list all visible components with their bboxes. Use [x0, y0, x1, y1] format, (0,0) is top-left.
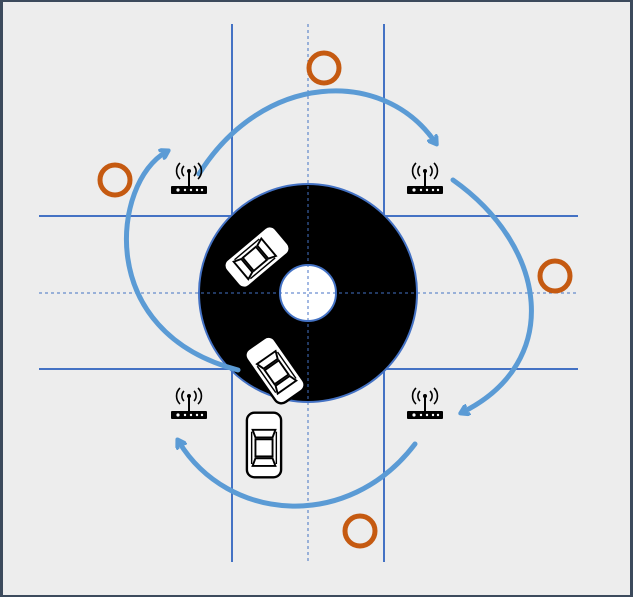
curved-arrow-left	[124, 152, 241, 373]
curved-arrow-bottom	[179, 442, 418, 509]
car-icon	[245, 411, 283, 479]
curved-arrow-top	[196, 88, 435, 177]
ring-marker-icon	[97, 162, 133, 198]
diagram-canvas	[3, 2, 630, 595]
wifi-router-icon	[406, 387, 444, 420]
ring-marker-icon	[306, 50, 342, 86]
curved-arrow-right	[450, 177, 534, 412]
wifi-router-icon	[170, 162, 208, 195]
ring-markers	[97, 50, 573, 549]
wifi-router-icon	[406, 162, 444, 195]
ring-marker-icon	[537, 258, 573, 294]
traffic-flow-arrows	[124, 88, 534, 509]
ring-marker-icon	[342, 513, 378, 549]
wifi-router-icon	[170, 387, 208, 420]
roundabout-diagram	[39, 24, 578, 562]
